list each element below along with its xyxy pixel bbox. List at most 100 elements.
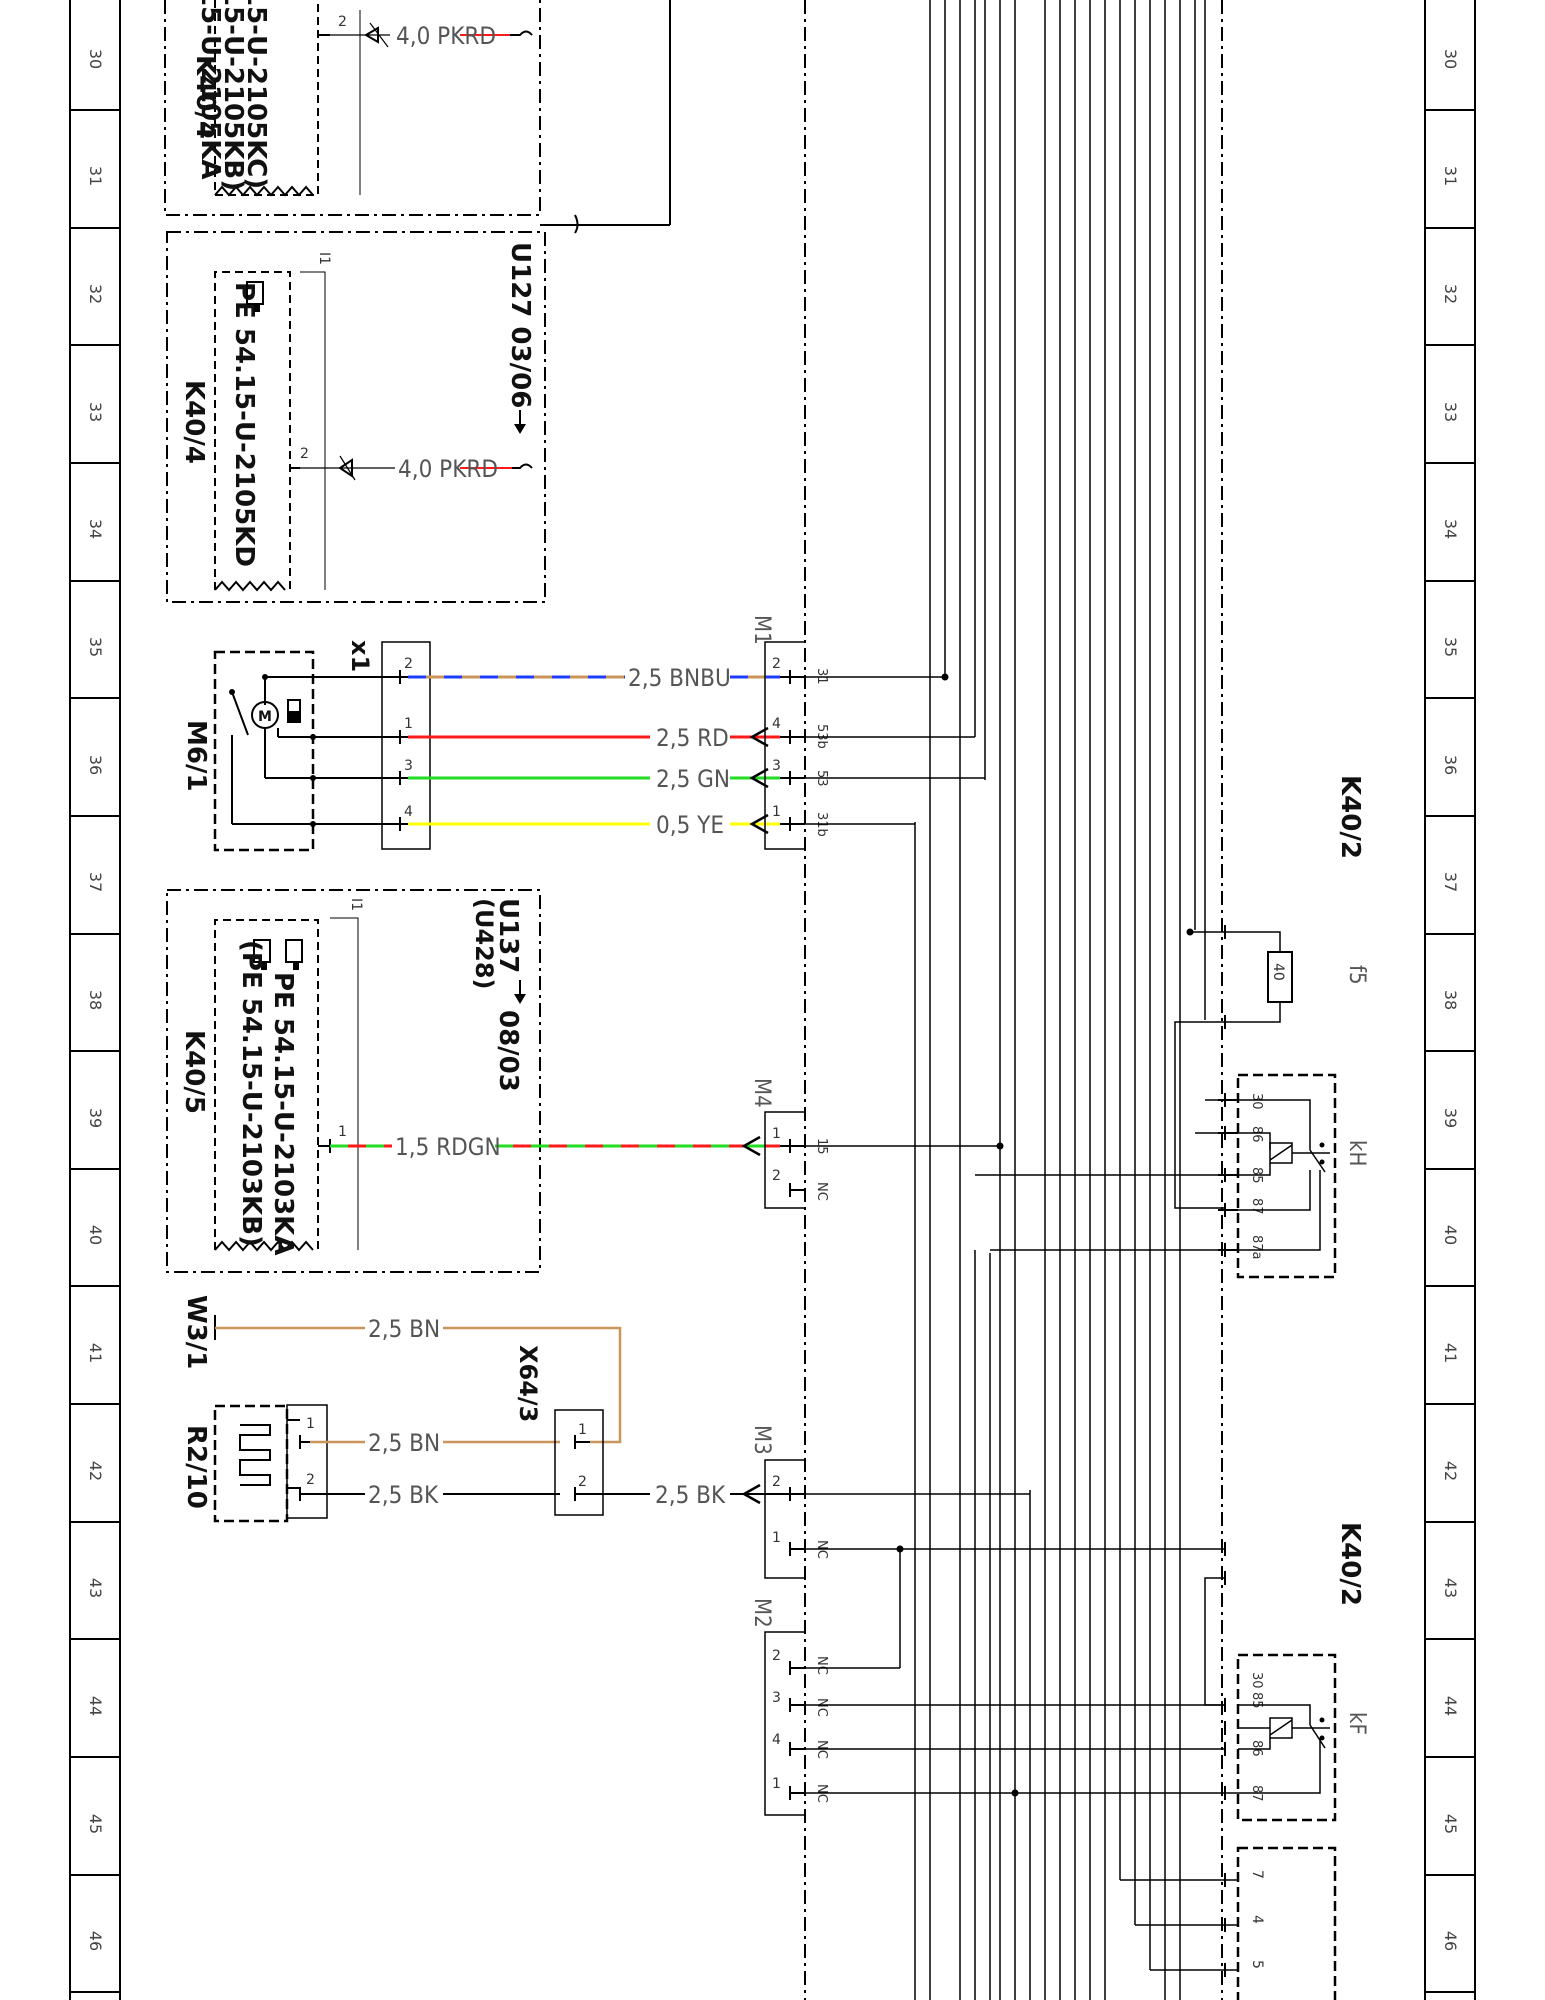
arrow-icon [514, 410, 526, 434]
rdgn-wire: 1,5 RDGN [330, 1133, 780, 1161]
x64-3-connector: X64/3 1 2 2,5 BK [514, 1345, 780, 1516]
kh-pin-30: 30 [1249, 1093, 1264, 1110]
x1-pin-1: 1 [404, 716, 413, 732]
wire-label-rdgn: 1,5 RDGN [395, 1133, 501, 1161]
ruler-row-number: 39 [1441, 1108, 1460, 1128]
x1-m1-wires: 2,5 BNBU 2,5 RD 2,5 GN 0,5 YE [408, 664, 780, 839]
wire-label-bn-r210: 2,5 BN [368, 1429, 440, 1457]
k40-4-top-pin: 2 [338, 14, 347, 30]
wire-label-ye: 0,5 YE [656, 811, 724, 839]
m2-pin-2: 2 [772, 1648, 781, 1664]
m2-connector: M2 2 3 4 1 NC NC NC NC [749, 1598, 1225, 1816]
kf-relay: kF 30 85 86 87 [1204, 1542, 1369, 1822]
m2-label: M2 [749, 1598, 774, 1628]
m3-pin-1: 1 [772, 1530, 781, 1546]
k40-5-ref-b: (PE 54.15-U-2103KB) [236, 940, 266, 1247]
k40-4-mid-label: K40/4 [179, 380, 209, 464]
m2-pin-3: 3 [772, 1690, 781, 1706]
m1-pin-2: 2 [772, 656, 781, 672]
m1-label: M1 [749, 615, 774, 645]
ruler-row-number: 35 [1441, 637, 1460, 657]
f5-label: f5 [1344, 965, 1369, 985]
ruler-row-number: 44 [1441, 1696, 1460, 1716]
ruler-row-number: 41 [86, 1343, 105, 1363]
k40-5-label: K40/5 [179, 1030, 209, 1114]
kh-pin-86: 86 [1249, 1126, 1264, 1143]
ruler-row-number: 31 [86, 166, 105, 186]
k40-4-mid-conn: I1 [316, 252, 332, 265]
ruler-row-number: 36 [1441, 755, 1460, 775]
ruler-row-number: 38 [86, 990, 105, 1010]
w3-1-label: W3/1 [181, 1295, 211, 1369]
lower-block: 7 4 5 [1120, 1846, 1337, 2000]
ruler-row-number: 32 [1441, 284, 1460, 304]
x1-connector: x1 2 1 3 4 [346, 640, 431, 850]
wire-label-bk-r210: 2,5 BK [368, 1481, 439, 1509]
kh-relay: kH 30 86 85 87 87a [975, 1073, 1369, 1279]
k40-4-top-block: K40/4 15-U-2105KA 15-U-2105KB) 15-U-2105… [164, 0, 671, 234]
f5-fuse: 40 f5 [1174, 925, 1369, 1209]
m1-pin-1: 1 [772, 804, 781, 820]
pointing-hand-icon [253, 939, 271, 970]
m6-1-block: M M6/1 [181, 650, 400, 852]
ruler-row-number: 40 [86, 1225, 105, 1245]
x1-label: x1 [346, 640, 374, 672]
m1-pin-4: 4 [772, 716, 781, 732]
kh-pin-87a: 87a [1249, 1235, 1264, 1260]
k40-5-ref-a: PE 54.15-U-2103KA [268, 972, 298, 1255]
k40-5-date: 08/03 [493, 1010, 523, 1092]
wire-label-bnbu: 2,5 BNBU [628, 664, 731, 692]
x64-3-pin-1: 1 [578, 1422, 587, 1438]
kh-label: kH [1344, 1140, 1369, 1166]
ruler-row-number: 43 [1441, 1578, 1460, 1598]
x64-3-pin-2: 2 [578, 1474, 587, 1490]
arrow-icon [514, 980, 526, 1004]
separator-lines [804, 0, 1223, 2000]
u428-note: (U428) [470, 898, 498, 990]
kh-pin-87: 87 [1249, 1198, 1264, 1215]
ruler-row-number: 40 [1441, 1225, 1460, 1245]
k40-4-mid-block: K40/4 PE 54.15-U-2105KD 2 I1 4,0 PKRD U1… [166, 231, 546, 603]
m2-term-nc-b: NC [814, 1698, 829, 1717]
lower-pin-5: 5 [1249, 1960, 1265, 1969]
left-ruler [69, 0, 121, 2000]
m3-connector: M3 2 1 NC [749, 1425, 1225, 1668]
ruler-row-number: 32 [86, 284, 105, 304]
m2-pin-4: 4 [772, 1732, 781, 1748]
m4-connector: M4 1 2 15 NC [749, 1078, 1004, 1209]
r2-10-block: R2/10 1 2 2,5 BN 2,5 BK [181, 1404, 560, 1523]
ruler-row-number: 36 [86, 755, 105, 775]
k40-4-ref-b: 15-U-2105KB) [218, 0, 248, 191]
m3-pin-2: 2 [772, 1474, 781, 1490]
ruler-row-number: 39 [86, 1108, 105, 1128]
u127-note: U127 03/06 [505, 242, 535, 408]
r2-10-label: R2/10 [181, 1425, 211, 1509]
ruler-row-number: 42 [86, 1461, 105, 1481]
svg-text:K40/4: K40/4 [190, 55, 220, 139]
m1-pin-3: 3 [772, 758, 781, 774]
ruler-row-number: 46 [86, 1931, 105, 1951]
f5-value: 40 [1270, 963, 1286, 981]
ruler-row-number: 34 [86, 519, 105, 539]
ruler-row-number: 37 [86, 872, 105, 892]
u137-note: U137 [493, 898, 523, 973]
ruler-row-number: 44 [86, 1696, 105, 1716]
k40-4-ref-a: 15-U-2105KA [195, 0, 225, 180]
bus-lines [914, 0, 1206, 2000]
k40-4-mid-pin: 2 [300, 446, 309, 462]
w3-1-wire: W3/1 2,5 BN [181, 1295, 622, 1444]
m1-connector: M1 2 4 3 1 31 53b 53 31b [749, 0, 985, 850]
r2-10-pin-1: 1 [306, 1416, 315, 1432]
k40-5-pin: 1 [338, 1124, 347, 1140]
m2-pin-1: 1 [772, 1776, 781, 1792]
m4-label: M4 [749, 1078, 774, 1108]
k40-2-labels: K40/2 K40/2 [1335, 775, 1365, 1606]
ruler-row-number: 31 [1441, 166, 1460, 186]
ruler-row-number: 37 [1441, 872, 1460, 892]
k40-4-mid-wire-label: 4,0 PKRD [398, 455, 498, 483]
k40-4-ref-c: 15-U-2105KC) [241, 0, 271, 189]
ruler-row-number: 30 [86, 49, 105, 69]
r2-10-pin-2: 2 [306, 1472, 315, 1488]
lower-pin-7: 7 [1249, 1870, 1265, 1879]
